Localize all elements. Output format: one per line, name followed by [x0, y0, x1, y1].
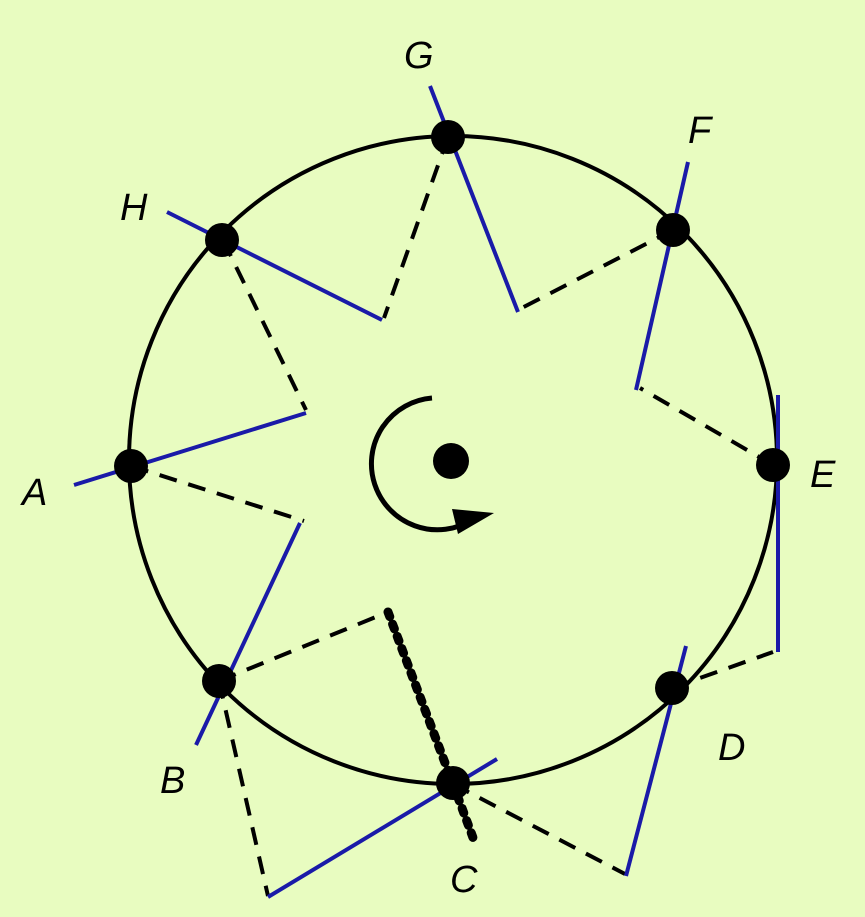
blue-a	[73, 411, 307, 487]
label-b: B	[160, 760, 185, 802]
dashed-segments	[130, 136, 775, 897]
dashed-a	[130, 464, 305, 523]
point-h-dot	[205, 223, 239, 257]
point-dots	[114, 120, 790, 800]
label-e: E	[810, 454, 836, 496]
label-g: G	[404, 35, 434, 77]
label-h: H	[120, 187, 148, 229]
dashed-d	[671, 650, 774, 690]
dashed-f	[515, 228, 674, 313]
blue-g	[428, 85, 520, 313]
label-c: C	[450, 859, 478, 901]
dashed-b1	[218, 610, 389, 683]
dashed-c	[452, 782, 626, 876]
label-a: A	[20, 472, 47, 514]
point-a-dot	[114, 449, 148, 483]
blue-f	[634, 161, 690, 391]
point-f-dot	[656, 213, 690, 247]
dashed-e	[638, 386, 775, 467]
point-d-dot	[655, 671, 689, 705]
dashed-b2	[217, 680, 270, 897]
label-d: D	[718, 727, 745, 769]
dotted-segment-c	[383, 607, 480, 848]
blue-segments	[73, 85, 780, 899]
blue-h	[166, 210, 383, 322]
dashed-g	[382, 136, 450, 319]
blue-b	[194, 522, 302, 746]
rotation-arrow-icon	[368, 395, 494, 534]
point-e-dot	[756, 448, 790, 482]
dashed-h	[221, 239, 308, 411]
center-dot	[433, 443, 469, 479]
label-f: F	[688, 110, 713, 152]
point-g-dot	[431, 120, 465, 154]
point-c-dot	[436, 766, 470, 800]
point-b-dot	[202, 664, 236, 698]
